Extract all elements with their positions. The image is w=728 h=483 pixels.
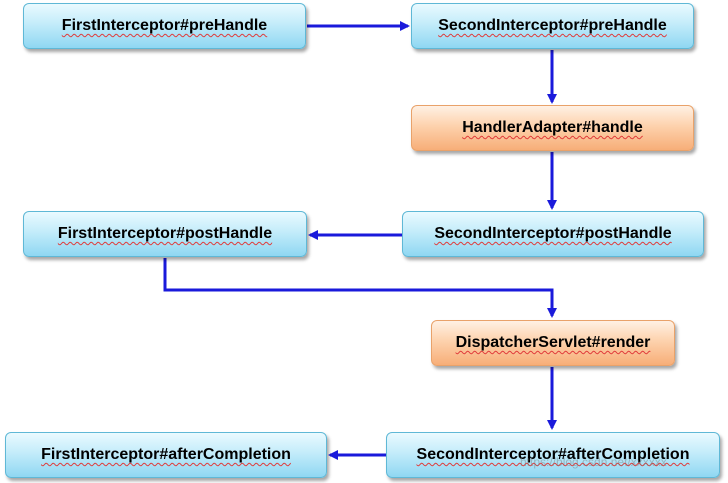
node-label: FirstInterceptor#afterCompletion (41, 446, 291, 463)
node-label: SecondInterceptor#postHandle (434, 225, 672, 242)
node-second-interceptor-aftercompletion: SecondInterceptor#afterCompletion (386, 432, 720, 478)
node-label: SecondInterceptor#afterCompletion (416, 446, 690, 463)
node-label: FirstInterceptor#postHandle (57, 225, 273, 242)
node-second-interceptor-posthandle: SecondInterceptor#postHandle (402, 211, 704, 257)
node-first-interceptor-prehandle: FirstInterceptor#preHandle (23, 3, 306, 49)
node-second-interceptor-prehandle: SecondInterceptor#preHandle (411, 3, 694, 49)
node-label: SecondInterceptor#preHandle (438, 17, 667, 34)
node-dispatcher-servlet-render: DispatcherServlet#render (431, 320, 675, 366)
node-label: HandlerAdapter#handle (462, 119, 643, 136)
node-label: DispatcherServlet#render (455, 334, 651, 351)
edge-first-post-to-dispatcher-render (163, 258, 557, 318)
node-label: FirstInterceptor#preHandle (61, 17, 268, 34)
node-handler-adapter-handle: HandlerAdapter#handle (411, 105, 694, 151)
watermark: https://blog.csdn.net/xxxxxx (520, 455, 667, 469)
node-first-interceptor-aftercompletion: FirstInterceptor#afterCompletion (5, 432, 327, 478)
node-first-interceptor-posthandle: FirstInterceptor#postHandle (23, 211, 307, 257)
